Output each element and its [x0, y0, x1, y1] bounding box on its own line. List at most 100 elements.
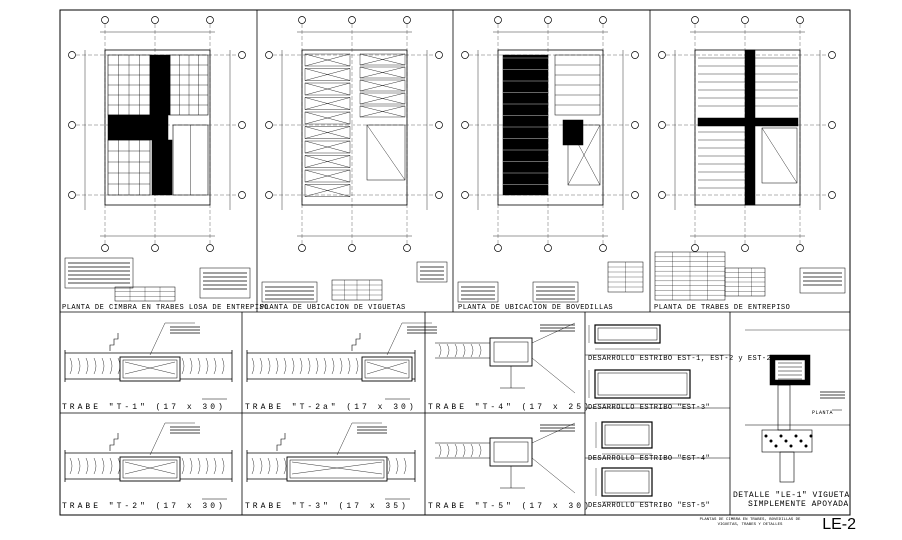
- aggregate-dot: [784, 439, 788, 443]
- notes-block: [532, 281, 579, 303]
- grid-bubble: [265, 191, 273, 199]
- stirrup-drawing: [595, 421, 653, 455]
- stair-diagonal: [761, 127, 798, 184]
- vault-block-hatch: [283, 357, 287, 375]
- joist-diagonal: [304, 140, 351, 154]
- joist-detail-layer: [745, 329, 850, 483]
- stirrup-label-est1: DESARROLLO ESTRIBO EST-1, EST-2 y EST-2a: [588, 355, 777, 363]
- joist-bay: [304, 169, 351, 183]
- aggregate-dot: [809, 434, 813, 438]
- aggregate-dot: [779, 434, 783, 438]
- leader-line: [149, 322, 166, 356]
- vault-block-hatch: [478, 343, 482, 358]
- vault-block-hatch: [355, 357, 359, 375]
- joist-diagonal: [304, 97, 351, 110]
- vault-block-hatch: [85, 357, 89, 375]
- detail-plant-label: PLANTA: [812, 410, 834, 416]
- notes-block: [457, 281, 499, 303]
- plan-drawing: [654, 16, 846, 301]
- joist-diagonal: [304, 53, 351, 67]
- vault-block-hatch: [77, 357, 81, 375]
- grid-bubble: [348, 244, 356, 252]
- step-mark: [276, 433, 286, 451]
- grid-bubble: [631, 191, 639, 199]
- leader-line: [531, 457, 576, 494]
- aggregate-dot: [774, 444, 778, 448]
- vault-block-hatch: [315, 357, 319, 375]
- notes-block: [199, 267, 251, 299]
- vault-block-hatch: [478, 443, 482, 458]
- grid-bubble: [741, 244, 749, 252]
- grid-bubble: [828, 51, 836, 59]
- rebar-diagonal: [291, 461, 383, 475]
- plan-caption-formwork: PLANTA DE CIMBRA EN TRABES LOSA DE ENTRE…: [62, 304, 269, 312]
- vault-block-hatch: [299, 357, 303, 375]
- vault-block-hatch: [189, 357, 193, 375]
- beam-box: [489, 337, 533, 367]
- aggregate-dot: [799, 439, 803, 443]
- grid-bubble: [494, 16, 502, 24]
- vault-block-hatch: [221, 357, 225, 375]
- vault-block-hatch: [462, 343, 466, 358]
- grid-bubble: [101, 244, 109, 252]
- notes-block: [416, 261, 448, 283]
- step-mark: [109, 433, 119, 451]
- beam-section: [64, 422, 233, 500]
- stair-area: [366, 124, 406, 181]
- grid-bubble: [658, 121, 666, 129]
- grid-bubble: [403, 244, 411, 252]
- beam-section: [435, 322, 576, 394]
- vault-block-hatch: [454, 343, 458, 358]
- vault-block-hatch: [470, 343, 474, 358]
- grid-bubble: [461, 121, 469, 129]
- detail-title: DETALLE "LE-1" VIGUETA: [733, 491, 850, 500]
- grid-bubble: [691, 16, 699, 24]
- beam-formwork-fill: [107, 114, 169, 141]
- stirrup-inner: [604, 424, 650, 446]
- stair-diagonal: [567, 124, 601, 186]
- notes-block: [799, 267, 846, 294]
- stirrup-label-est5: DESARROLLO ESTRIBO "EST-5": [588, 502, 711, 510]
- joist-diagonal: [304, 155, 351, 168]
- vault-block-hatch: [101, 457, 105, 475]
- grid-bubble: [599, 244, 607, 252]
- joist-diagonal: [304, 126, 351, 139]
- vault-block-hatch: [181, 357, 185, 375]
- leader-line: [531, 422, 576, 444]
- vault-block-hatch: [331, 357, 335, 375]
- vault-block-hatch: [403, 457, 407, 475]
- beam-label-t3: TRABE "T-3" (17 x 35): [245, 502, 409, 511]
- grid-bubble: [101, 16, 109, 24]
- joist-bay: [359, 92, 406, 105]
- beam-formwork-fill: [149, 54, 171, 116]
- stirrup-drawing: [588, 369, 691, 405]
- grid-bubble: [631, 121, 639, 129]
- plan-drawing: [457, 16, 644, 303]
- vault-block-hatch: [446, 343, 450, 358]
- leader-line: [531, 322, 576, 344]
- stirrup-outline: [364, 359, 410, 379]
- joist-bay: [304, 53, 351, 67]
- joist-diagonal: [304, 184, 351, 197]
- beam-box: [286, 456, 388, 482]
- vault-block-hatch: [197, 357, 201, 375]
- grid-bubble: [828, 191, 836, 199]
- plan-caption-joists: PLANTA DE UBICACION DE VIGUETAS: [260, 304, 406, 312]
- grid-bubble: [265, 51, 273, 59]
- plan-outline: [301, 49, 408, 206]
- vault-block-hatch: [462, 443, 466, 458]
- grid-bubble: [298, 244, 306, 252]
- grid-bubble: [544, 16, 552, 24]
- floor-plans-layer: [64, 16, 846, 303]
- vault-block-fill: [502, 54, 549, 196]
- stair-area: [567, 124, 601, 186]
- grid-bubble: [631, 51, 639, 59]
- vault-block-hatch: [275, 357, 279, 375]
- vault-block-hatch: [205, 357, 209, 375]
- joist-bay: [304, 140, 351, 154]
- vault-block-hatch: [109, 357, 113, 375]
- beam-label-t2: TRABE "T-2" (17 x 30): [62, 502, 226, 511]
- vault-block-hatch: [101, 357, 105, 375]
- stirrup-inner: [597, 372, 688, 396]
